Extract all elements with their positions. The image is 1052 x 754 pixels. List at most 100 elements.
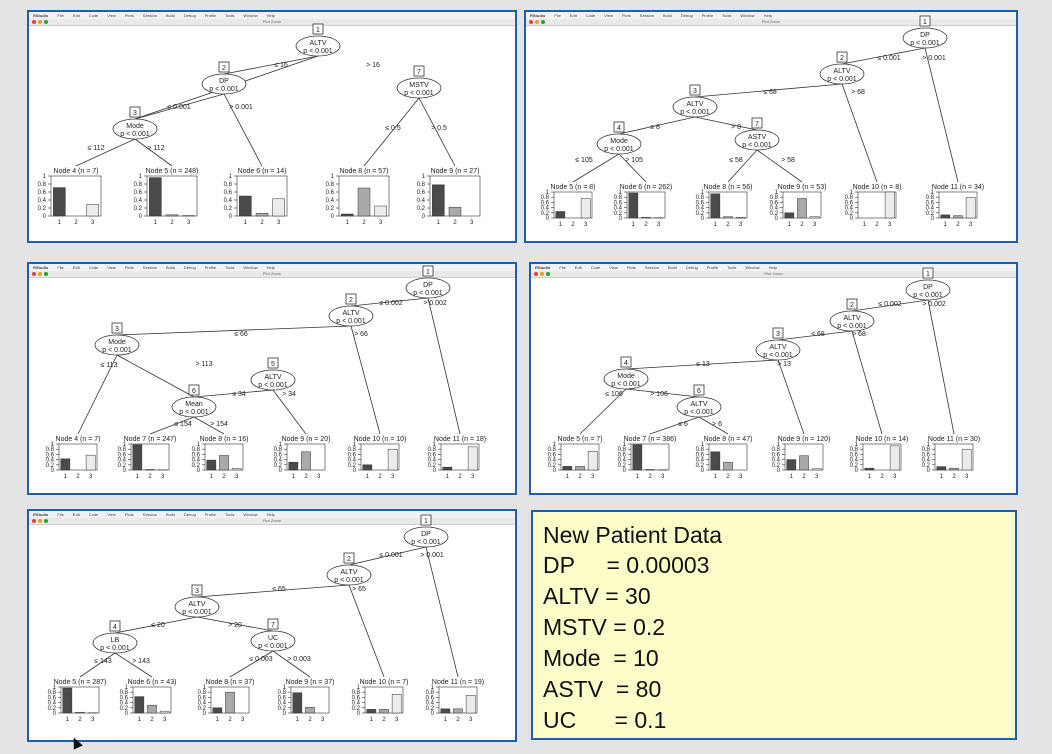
menu-item[interactable]: Profile [706, 265, 719, 270]
zoom-window-icon[interactable] [44, 519, 48, 523]
menu-item[interactable]: Code [88, 13, 99, 18]
minimize-window-icon[interactable] [38, 272, 42, 276]
menu-item[interactable]: View [107, 265, 116, 270]
menu-item[interactable]: Edit [72, 265, 80, 270]
y-tick-label: 0.2 [224, 206, 233, 212]
menu-item[interactable]: Session [142, 512, 158, 517]
y-tick-label: 0.6 [541, 200, 550, 206]
node-variable: DP [423, 282, 433, 289]
menu-item[interactable]: File [559, 265, 566, 270]
close-window-icon[interactable] [32, 272, 36, 276]
zoom-window-icon[interactable] [44, 272, 48, 276]
y-tick-label: 0.6 [696, 200, 705, 206]
zoom-window-icon[interactable] [541, 20, 545, 24]
node-id-box [312, 23, 324, 35]
menu-item[interactable]: Edit [72, 13, 80, 18]
tree-edge [77, 354, 118, 435]
node-ellipse [396, 77, 442, 99]
menu-item[interactable]: Help [266, 512, 275, 517]
menu-item[interactable]: Plots [626, 265, 636, 270]
tree-edge [625, 359, 779, 370]
menu-item[interactable]: Build [166, 512, 175, 517]
menu-item[interactable]: File [57, 13, 64, 18]
menu-item[interactable]: Session [142, 265, 158, 270]
edge-label: ≤ 0.003 [249, 656, 272, 663]
minimize-window-icon[interactable] [38, 519, 42, 523]
menu-item[interactable]: Session [644, 265, 660, 270]
menu-item[interactable]: Profile [204, 512, 217, 517]
minimize-window-icon[interactable] [38, 20, 42, 24]
node-ellipse [603, 368, 649, 390]
menu-item[interactable]: Debug [685, 265, 698, 270]
menu-item[interactable]: View [107, 512, 116, 517]
menu-item[interactable]: Tools [722, 13, 732, 18]
menu-item[interactable]: Tools [225, 512, 235, 517]
edge-label: ≤ 66 [234, 331, 248, 338]
menu-item[interactable]: Profile [204, 265, 217, 270]
menu-item[interactable]: Tools [727, 265, 737, 270]
menu-item[interactable]: Profile [701, 13, 714, 18]
menu-item[interactable]: Debug [183, 265, 196, 270]
menu-item[interactable]: Help [763, 13, 772, 18]
menu-item[interactable]: Window [740, 13, 755, 18]
menu-item[interactable]: Plots [124, 13, 134, 18]
menu-item[interactable]: Code [88, 512, 99, 517]
menu-item[interactable]: File [57, 265, 64, 270]
menu-item[interactable]: Build [668, 265, 677, 270]
menu-item[interactable]: Session [142, 13, 158, 18]
menu-item[interactable]: Plots [124, 265, 134, 270]
menu-item[interactable]: Plots [124, 512, 134, 517]
leaf-title: Node 9 (n = 37) [286, 679, 335, 686]
menu-item[interactable]: View [609, 265, 618, 270]
menu-item[interactable]: Window [243, 265, 258, 270]
menu-item[interactable]: File [554, 13, 561, 18]
zoom-window-icon[interactable] [44, 20, 48, 24]
menu-item[interactable]: View [604, 13, 613, 18]
menu-item[interactable]: Edit [569, 13, 577, 18]
leaf-plot-frame [440, 443, 480, 471]
close-window-icon[interactable] [32, 20, 36, 24]
minimize-window-icon[interactable] [535, 20, 539, 24]
menu-item[interactable]: Help [266, 13, 275, 18]
class-bar [562, 466, 573, 471]
menu-item[interactable]: Debug [183, 13, 196, 18]
class-bar [940, 214, 951, 219]
window-title: Plot Zoom [262, 518, 282, 523]
menu-item[interactable]: Build [166, 265, 175, 270]
menu-item[interactable]: Build [663, 13, 672, 18]
menu-item[interactable]: Plots [621, 13, 631, 18]
menu-item[interactable]: Code [88, 265, 99, 270]
menu-item[interactable]: Window [745, 265, 760, 270]
minimize-window-icon[interactable] [540, 272, 544, 276]
menu-item[interactable]: Profile [204, 13, 217, 18]
menu-item[interactable]: Window [243, 512, 258, 517]
close-window-icon[interactable] [32, 519, 36, 523]
menu-item[interactable]: File [57, 512, 64, 517]
menu-item[interactable]: Help [266, 265, 275, 270]
menu-item[interactable]: Build [166, 13, 175, 18]
close-window-icon[interactable] [529, 20, 533, 24]
zoom-window-icon[interactable] [546, 272, 550, 276]
menu-item[interactable]: Edit [72, 512, 80, 517]
menu-item[interactable]: Edit [574, 265, 582, 270]
tree-edge [149, 416, 195, 435]
menu-item[interactable]: Help [768, 265, 777, 270]
menu-item[interactable]: Debug [680, 13, 693, 18]
menu-item[interactable]: Window [243, 13, 258, 18]
menu-item[interactable]: Code [585, 13, 596, 18]
menu-item[interactable]: Code [590, 265, 601, 270]
node-p-value: p < 0.001 [258, 382, 287, 389]
close-window-icon[interactable] [534, 272, 538, 276]
menu-item[interactable]: Session [639, 13, 655, 18]
y-tick-label: 0.8 [192, 447, 201, 453]
menu-item[interactable]: Tools [225, 13, 235, 18]
menu-item[interactable]: Debug [183, 512, 196, 517]
menu-item[interactable]: View [107, 13, 116, 18]
menu-item[interactable]: Tools [225, 265, 235, 270]
